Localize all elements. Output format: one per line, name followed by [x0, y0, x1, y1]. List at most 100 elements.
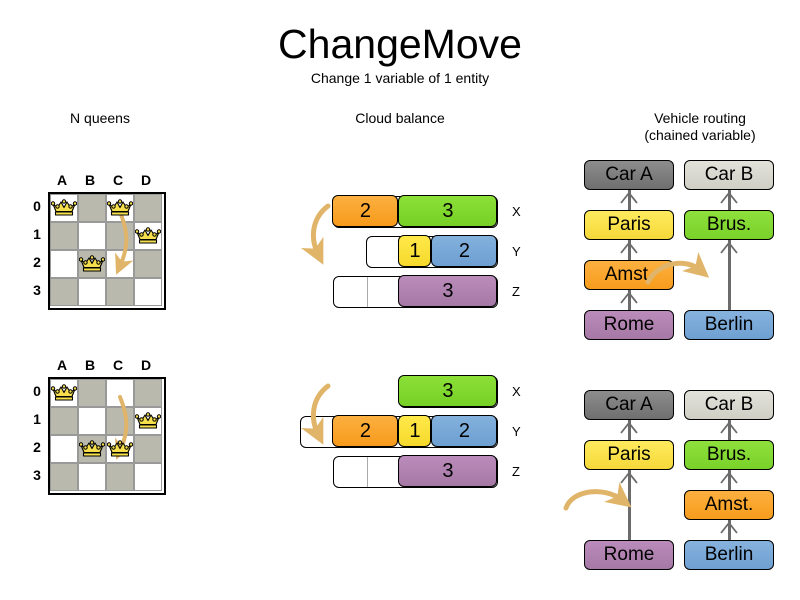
- vrp-node-paris[interactable]: Paris: [584, 440, 674, 470]
- chess-cell-A3[interactable]: [50, 278, 78, 306]
- chess-row-label-0: 0: [33, 198, 41, 214]
- cloud-computer-label-Y: Y: [512, 424, 521, 439]
- chess-cell-D2[interactable]: [134, 250, 162, 278]
- chess-queen-B2[interactable]: [78, 439, 106, 459]
- cloud-bar-Z[interactable]: 3: [333, 455, 498, 488]
- vrp-chain-arrowhead-icon: [620, 191, 638, 209]
- chess-queen-D1[interactable]: [134, 411, 162, 431]
- section-heading-vrp-line1: Vehicle routing: [654, 110, 746, 126]
- chess-col-label-D: D: [140, 357, 152, 373]
- cloud-process-purple-3[interactable]: 3: [398, 455, 498, 488]
- chess-row-label-2: 2: [33, 439, 41, 455]
- cloud-process-orange-2[interactable]: 2: [332, 415, 399, 448]
- chess-cell-A2[interactable]: [50, 250, 78, 278]
- cloud-process-yellow-1[interactable]: 1: [398, 235, 432, 268]
- chess-queen-C2[interactable]: [106, 439, 134, 459]
- chess-cell-B3[interactable]: [78, 463, 106, 491]
- chess-board[interactable]: [48, 377, 166, 495]
- cloud-move-arrow: [301, 382, 366, 457]
- chess-row-label-1: 1: [33, 411, 41, 427]
- cloud-computer-label-Y: Y: [512, 244, 521, 259]
- chess-col-label-B: B: [84, 172, 96, 188]
- chess-cell-D3[interactable]: [134, 463, 162, 491]
- chess-cell-B3[interactable]: [78, 278, 106, 306]
- chess-row-label-1: 1: [33, 226, 41, 242]
- vrp-node-berlin[interactable]: Berlin: [684, 310, 774, 340]
- chess-queen-B2[interactable]: [78, 254, 106, 274]
- chess-col-label-C: C: [112, 172, 124, 188]
- vrp-chain-link: [727, 520, 731, 540]
- chess-cell-D0[interactable]: [134, 194, 162, 222]
- chess-cell-A2[interactable]: [50, 435, 78, 463]
- cloud-move-arrow: [301, 202, 366, 277]
- vrp-node-paris[interactable]: Paris: [584, 210, 674, 240]
- chess-cell-B0[interactable]: [78, 194, 106, 222]
- vrp-chain-link: [727, 240, 731, 310]
- cloud-process-purple-3[interactable]: 3: [398, 275, 498, 308]
- chess-cell-C3[interactable]: [106, 463, 134, 491]
- chess-col-label-B: B: [84, 357, 96, 373]
- chess-cell-B1[interactable]: [78, 222, 106, 250]
- chess-cell-C0[interactable]: [106, 379, 134, 407]
- chess-cell-C1[interactable]: [106, 407, 134, 435]
- vrp-node-amst[interactable]: Amst.: [584, 260, 674, 290]
- chess-cell-C1[interactable]: [106, 222, 134, 250]
- cloud-process-blue-2[interactable]: 2: [431, 235, 498, 268]
- chess-queen-C0[interactable]: [106, 198, 134, 218]
- chess-queen-A0[interactable]: [50, 198, 78, 218]
- cloud-process-green-3[interactable]: 3: [398, 375, 498, 408]
- chess-cell-D0[interactable]: [134, 379, 162, 407]
- chess-cell-A3[interactable]: [50, 463, 78, 491]
- vrp-move-arrow: [645, 252, 736, 301]
- cloud-process-orange-2[interactable]: 2: [332, 195, 399, 228]
- vrp-chain-link: [727, 470, 731, 490]
- chess-queen-D1[interactable]: [134, 226, 162, 246]
- cloud-bar-X[interactable]: 3: [398, 375, 498, 408]
- vrp-chain-arrowhead-icon: [720, 241, 738, 259]
- cloud-process-green-3[interactable]: 3: [398, 195, 498, 228]
- vrp-node-car-a[interactable]: Car A: [584, 390, 674, 420]
- vrp-node-rome[interactable]: Rome: [584, 310, 674, 340]
- chess-row-label-3: 3: [33, 282, 41, 298]
- vrp-node-car-a[interactable]: Car A: [584, 160, 674, 190]
- cloud-process-blue-2[interactable]: 2: [431, 415, 498, 448]
- chess-cell-D2[interactable]: [134, 435, 162, 463]
- chess-cell-B1[interactable]: [78, 407, 106, 435]
- vrp-node-car-b[interactable]: Car B: [684, 390, 774, 420]
- cloud-computer-label-X: X: [512, 204, 521, 219]
- vrp-node-brus[interactable]: Brus.: [684, 440, 774, 470]
- vrp-node-berlin[interactable]: Berlin: [684, 540, 774, 570]
- vrp-chain-arrowhead-icon: [720, 421, 738, 439]
- queen-icon: [78, 255, 106, 272]
- vrp-node-rome[interactable]: Rome: [584, 540, 674, 570]
- chess-cell-A1[interactable]: [50, 222, 78, 250]
- cloud-bar-Z[interactable]: 3: [333, 275, 498, 308]
- chess-cell-A1[interactable]: [50, 407, 78, 435]
- queen-icon: [50, 199, 78, 216]
- cloud-process-yellow-1[interactable]: 1: [398, 415, 432, 448]
- chess-board[interactable]: [48, 192, 166, 310]
- chess-row-label-2: 2: [33, 254, 41, 270]
- cloud-computer-label-Z: Z: [512, 284, 520, 299]
- vrp-chain-link: [727, 420, 731, 440]
- queen-icon: [106, 199, 134, 216]
- chess-cell-B0[interactable]: [78, 379, 106, 407]
- chess-col-label-A: A: [56, 357, 68, 373]
- queen-icon: [78, 440, 106, 457]
- vrp-node-car-b[interactable]: Car B: [684, 160, 774, 190]
- chess-cell-D3[interactable]: [134, 278, 162, 306]
- vrp-node-brus[interactable]: Brus.: [684, 210, 774, 240]
- chess-queen-A0[interactable]: [50, 383, 78, 403]
- vrp-node-amst[interactable]: Amst.: [684, 490, 774, 520]
- queen-icon: [50, 384, 78, 401]
- cloud-computer-label-Z: Z: [512, 464, 520, 479]
- section-heading-nqueens: N queens: [70, 110, 130, 126]
- vrp-chain-link: [627, 190, 631, 210]
- chess-row-label-0: 0: [33, 383, 41, 399]
- section-heading-vrp: Vehicle routing (chained variable): [610, 110, 790, 144]
- chess-cell-C2[interactable]: [106, 250, 134, 278]
- chess-cell-C3[interactable]: [106, 278, 134, 306]
